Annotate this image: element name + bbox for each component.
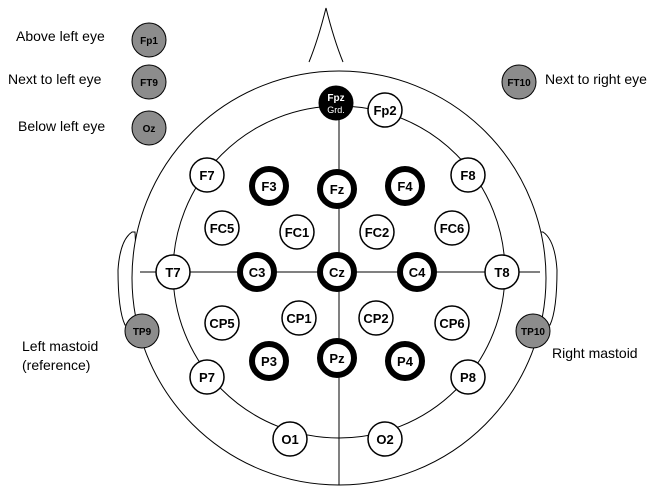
electrode-f7: F7	[189, 157, 225, 193]
electrode-fc5: FC5	[204, 210, 240, 246]
electrode-cp5: CP5	[204, 305, 240, 341]
svg-text:Pz: Pz	[329, 351, 345, 366]
electrode-fc1: FC1	[279, 214, 315, 250]
electrode-p4: P4	[385, 341, 425, 381]
label-next-to-left-eye: Next to left eye	[8, 71, 102, 87]
svg-text:F3: F3	[261, 179, 276, 194]
svg-text:FC1: FC1	[285, 225, 310, 240]
electrode-fc6: FC6	[434, 210, 470, 246]
label-above-left-eye: Above left eye	[16, 28, 105, 44]
electrode-cp6: CP6	[434, 305, 470, 341]
svg-text:FC2: FC2	[365, 225, 390, 240]
svg-text:C3: C3	[249, 265, 266, 280]
svg-text:Fpz: Fpz	[327, 93, 344, 104]
svg-text:CP5: CP5	[209, 316, 234, 331]
electrode-t7: T7	[155, 254, 191, 290]
electrode-cz: Cz	[317, 252, 357, 292]
svg-text:T8: T8	[494, 265, 509, 280]
left-ear-outline	[117, 231, 141, 326]
electrode-f8: F8	[450, 157, 486, 193]
electrode-ft9: FT9	[131, 64, 167, 100]
svg-text:F7: F7	[199, 168, 214, 183]
svg-text:CP2: CP2	[363, 311, 388, 326]
electrode-tp9: TP9	[124, 313, 160, 349]
svg-text:O2: O2	[376, 432, 393, 447]
electrode-fc2: FC2	[359, 214, 395, 250]
electrode-fz: Fz	[317, 169, 357, 209]
svg-text:C4: C4	[409, 265, 426, 280]
electrode-fp2: Fp2	[367, 92, 403, 128]
svg-text:CP1: CP1	[286, 311, 311, 326]
svg-text:Grd.: Grd.	[327, 105, 345, 115]
svg-text:F4: F4	[397, 179, 413, 194]
svg-text:TP10: TP10	[521, 327, 545, 338]
svg-text:Oz: Oz	[143, 124, 156, 135]
electrode-pz: Pz	[317, 338, 357, 378]
electrode-fp1: Fp1	[131, 22, 167, 58]
electrode-t8: T8	[484, 254, 520, 290]
electrode-p3: P3	[249, 341, 289, 381]
label-left-mastoid-reference: (reference)	[22, 357, 90, 373]
electrode-o2: O2	[367, 421, 403, 457]
svg-text:CP6: CP6	[439, 316, 464, 331]
svg-text:P3: P3	[261, 354, 277, 369]
electrode-p8: P8	[450, 359, 486, 395]
label-below-left-eye: Below left eye	[18, 118, 105, 134]
electrode-ft10: FT10	[501, 64, 537, 100]
svg-text:T7: T7	[165, 265, 180, 280]
svg-text:FT10: FT10	[507, 78, 531, 89]
right-ear-outline	[534, 231, 558, 326]
svg-text:Fp2: Fp2	[373, 103, 396, 118]
svg-text:TP9: TP9	[133, 327, 152, 338]
electrode-f4: F4	[385, 166, 425, 206]
electrode-fpz-ground: Fpz Grd.	[318, 85, 354, 121]
svg-text:Cz: Cz	[329, 265, 345, 280]
svg-text:O1: O1	[281, 432, 298, 447]
svg-text:FC5: FC5	[210, 221, 235, 236]
svg-text:P8: P8	[460, 370, 476, 385]
svg-text:FT9: FT9	[140, 78, 158, 89]
nose-outline	[308, 7, 344, 63]
svg-text:F8: F8	[460, 168, 475, 183]
svg-text:Fz: Fz	[330, 182, 345, 197]
electrode-cp2: CP2	[358, 300, 394, 336]
electrode-f3: F3	[249, 166, 289, 206]
label-left-mastoid: Left mastoid	[22, 338, 98, 354]
electrode-tp10: TP10	[515, 313, 551, 349]
svg-text:FC6: FC6	[440, 221, 465, 236]
label-next-to-right-eye: Next to right eye	[545, 71, 647, 87]
electrode-c3: C3	[237, 252, 277, 292]
electrode-c4: C4	[397, 252, 437, 292]
label-right-mastoid: Right mastoid	[552, 345, 638, 361]
electrode-cp1: CP1	[281, 300, 317, 336]
svg-text:Fp1: Fp1	[140, 36, 158, 47]
electrode-oz: Oz	[131, 110, 167, 146]
electrode-p7: P7	[189, 359, 225, 395]
svg-text:P4: P4	[397, 354, 414, 369]
electrode-o1: O1	[272, 421, 308, 457]
svg-text:P7: P7	[199, 370, 215, 385]
